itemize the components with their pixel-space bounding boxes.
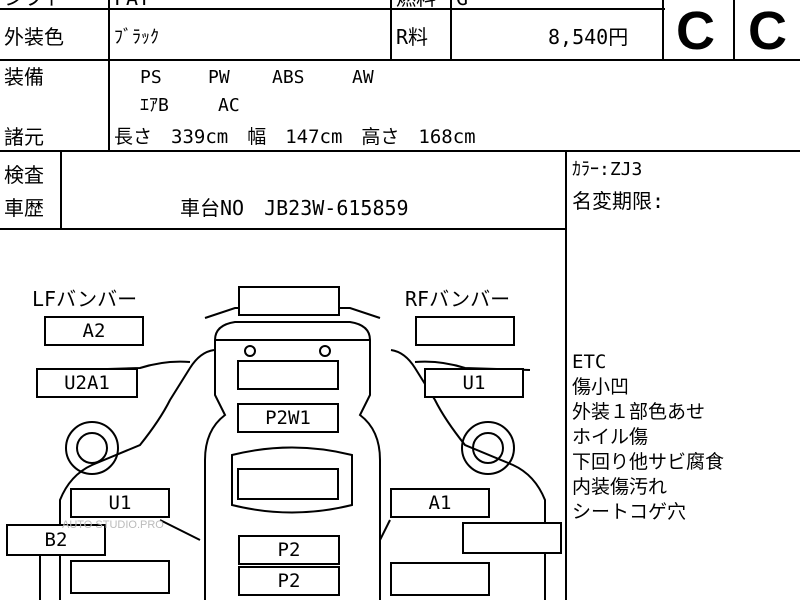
note-item: ETC [572,351,607,373]
hood-box [237,360,339,390]
right-door-code-box: A1 [390,488,490,518]
windshield [231,446,353,514]
left-front-wheel [65,421,119,475]
label-column-divider [108,0,110,152]
row1-label: シフト [4,0,64,9]
equip-airbag: ｴｱB [140,95,169,116]
ext-color-value: ﾌﾞﾗｯｸ [114,27,159,48]
specs-bottom-line [0,150,800,152]
header-bottom-line [0,59,800,61]
grade-1: C [676,1,715,61]
right-rear-box [390,562,490,596]
right-door-line [379,519,391,541]
fuel-label-divider-left [390,0,392,60]
left-front-wheel-hub [76,432,108,464]
right-panel-divider [565,150,567,600]
notes-list: ETC 傷小凹 外装１部色あせ ホイル傷 下回り他サビ腐食 内装傷汚れ シートコ… [572,350,724,525]
grade-divider-2 [733,0,735,60]
rear-code-box-2: P2 [238,566,340,596]
left-headlamp [244,345,256,357]
fuel-label: 燃料 [396,0,436,9]
grade-2: C [748,1,787,61]
body-outline [204,321,381,600]
note-item: 下回り他サビ腐食 [572,451,725,473]
expiry-label: 名変期限: [572,189,665,213]
right-front-wheel-hub [472,432,504,464]
fuel-label-divider-right [450,0,452,60]
right-side-outline [390,349,546,600]
rf-bumper-box [415,316,515,346]
roof-box [237,468,339,500]
header-line-1 [0,8,665,10]
history-label: 車歴 [4,196,44,220]
chassis-number: 車台NO JB23W-615859 [180,196,409,220]
left-side-outline [59,349,215,600]
right-fender-line [414,360,531,371]
right-sill-box [462,522,562,554]
grade-divider-1 [662,0,664,60]
rf-bumper-label: RFバンバー [405,287,511,311]
left-fender-line [74,360,191,371]
right-headlamp [319,345,331,357]
row1-value: FAT [114,0,150,9]
note-item: シートコゲ穴 [572,501,687,523]
lf-code-box: A2 [44,316,144,346]
left-door-code-box: U1 [70,488,170,518]
left-door-line [159,519,201,541]
dims-label: 諸元 [4,125,44,149]
equip-label: 装備 [4,65,44,89]
inspect-label-divider [60,150,62,230]
front-bumper-box [238,286,340,316]
lf-side-code-box: U2A1 [36,368,138,398]
left-rear-box [70,560,170,594]
fuel-value: G [456,0,468,9]
right-front-wheel [461,421,515,475]
equip-aw: AW [352,67,374,88]
equip-pw: PW [208,67,230,88]
note-item: ホイル傷 [572,426,649,448]
inspect-label: 検査 [4,163,44,187]
inspection-bottom-line [0,228,567,230]
watermark: AUTO STUDIO.PRO [62,519,164,531]
recycle-value: 8,540円 [548,25,629,49]
rear-code-box-1: P2 [238,535,340,565]
center-code-box: P2W1 [237,403,339,433]
dims-value: 長さ 339cm 幅 147cm 高さ 168cm [114,126,476,148]
rf-side-code-box: U1 [424,368,524,398]
ext-color-label: 外装色 [4,25,64,49]
note-item: 外装１部色あせ [572,401,706,423]
lf-bumper-label: LFバンバー [32,287,138,311]
equip-abs: ABS [272,67,305,88]
equip-ac: AC [218,95,240,116]
equip-ps: PS [140,67,162,88]
recycle-label: R料 [396,25,429,49]
left-sill-code-box: B2 [6,524,106,556]
note-item: 傷小凹 [572,376,630,398]
note-item: 内装傷汚れ [572,476,668,498]
color-code: ｶﾗｰ:ZJ3 [572,159,643,180]
